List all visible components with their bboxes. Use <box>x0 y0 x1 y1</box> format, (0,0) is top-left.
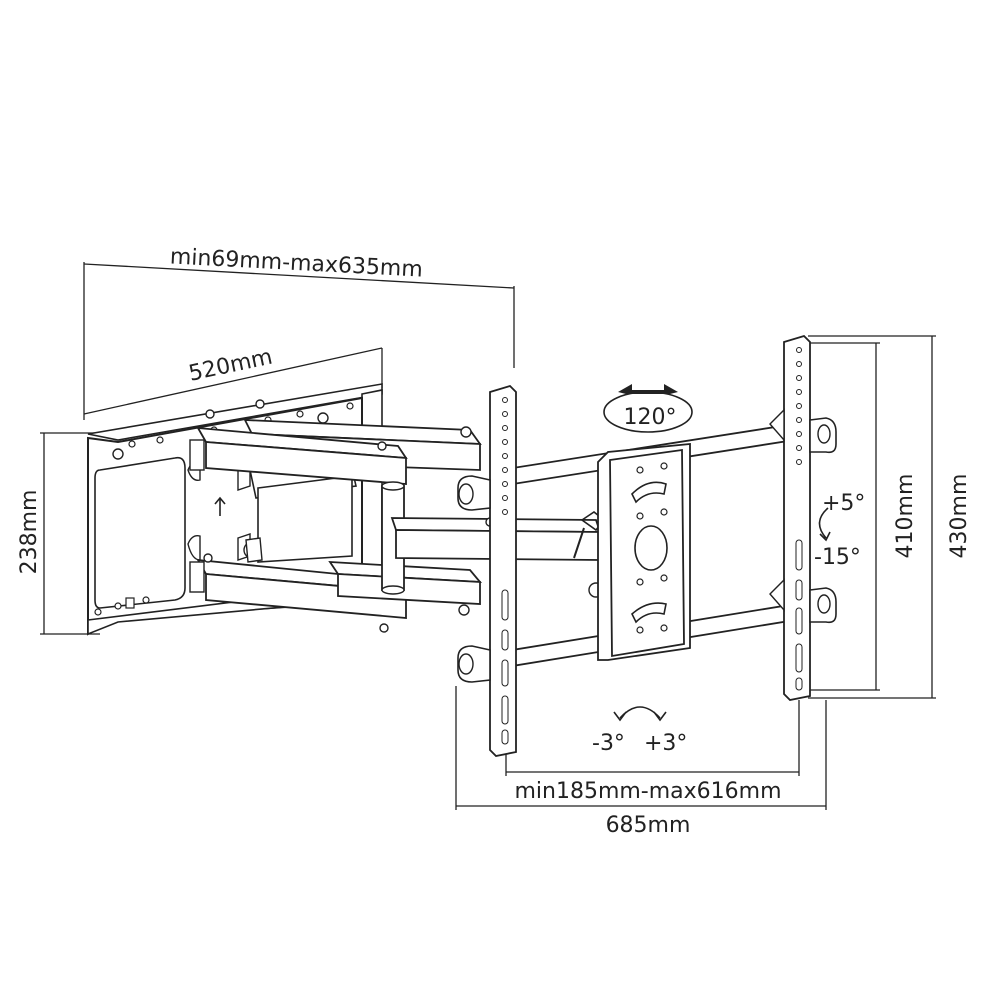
vesa-min-height-label: 410mm <box>893 474 918 559</box>
level-arrow-icon <box>613 706 667 722</box>
up-arrow-icon <box>214 496 226 516</box>
tilt-up-label: +5° <box>822 491 865 516</box>
arm-extension-label: min69mm-max635mm <box>169 244 423 282</box>
rail-end-caps <box>457 408 837 683</box>
tilt-arrow-icon <box>818 507 831 542</box>
swivel-arrows-icon <box>618 384 678 394</box>
vesa-max-width-label: 685mm <box>606 813 691 838</box>
level-plus-label: +3° <box>644 731 687 756</box>
tilt-down-label: -15° <box>814 545 861 570</box>
vesa-width-range-label: min185mm-max616mm <box>514 779 781 804</box>
wall-plate-height-label: 238mm <box>17 490 42 575</box>
vesa-max-height-label: 430mm <box>947 474 972 559</box>
vesa-bracket <box>457 334 837 757</box>
level-minus-label: -3° <box>592 731 625 756</box>
right-strip-holes <box>795 347 803 691</box>
swivel-angle-label: 120° <box>624 405 677 430</box>
swivel-indicator <box>603 384 693 433</box>
wall-plate-width-label: 520mm <box>187 345 275 387</box>
left-strip-holes <box>501 397 509 745</box>
dimension-lines <box>40 262 936 810</box>
arm-assembly <box>189 399 606 633</box>
